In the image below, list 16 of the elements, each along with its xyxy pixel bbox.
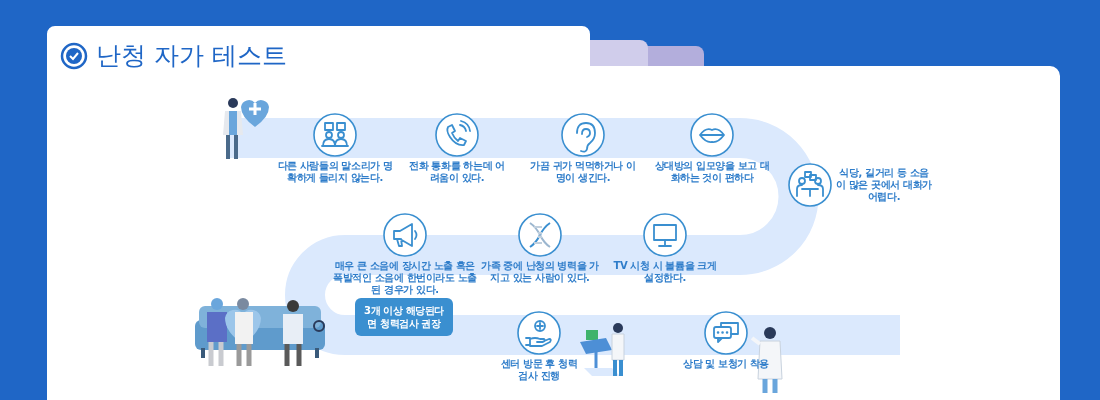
checklist-item bbox=[480, 213, 600, 284]
diagram-title: 난청 자가 테스트 bbox=[96, 40, 287, 72]
item-text: TV 시청 시 볼륨을 크게 설정한다. bbox=[612, 260, 718, 284]
item-text: 상담 및 보청기 착용 bbox=[681, 358, 770, 370]
item-text: 가족 중에 난청의 병력을 가지고 있는 사람이 있다. bbox=[480, 260, 600, 284]
item-text: 상대방의 입모양을 보고 대화하는 것이 편하다 bbox=[653, 160, 771, 184]
item-text: 전화 통화를 하는데 어려움이 있다. bbox=[408, 160, 506, 184]
item-text: 가끔 귀가 먹먹하거나 이명이 생긴다. bbox=[529, 160, 637, 184]
item-text: 매우 큰 소음에 장시간 노출 혹은 폭발적인 소음에 한번이라도 노출된 경우가 있다. bbox=[332, 260, 478, 296]
item-text: 식당, 길거리 등 소음이 많은 곳에서 대화가 어렵다. bbox=[836, 167, 932, 203]
checklist-item bbox=[499, 311, 579, 382]
recommendation-callout: 3개 이상 해당된다면 청력검사 권장 bbox=[355, 298, 453, 336]
item-text: 센터 방문 후 청력검사 진행 bbox=[499, 358, 579, 382]
checklist-item bbox=[788, 163, 932, 207]
item-text: 다른 사람들의 말소리가 명확하게 들리지 않는다. bbox=[276, 160, 394, 184]
checklist-item bbox=[330, 213, 480, 296]
